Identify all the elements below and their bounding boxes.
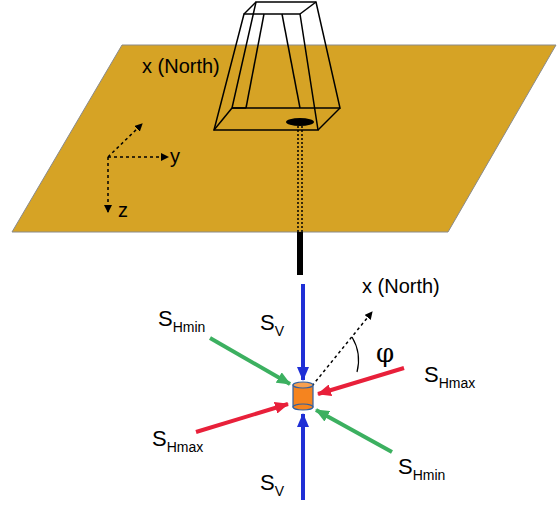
- shmin-arrow: [210, 338, 290, 384]
- shmax-arrow: [318, 368, 404, 394]
- north-direction: [312, 312, 372, 386]
- sv-arrow: [301, 414, 305, 500]
- borehole-hidden: [301, 126, 303, 232]
- borehole: [297, 232, 303, 275]
- shmin-arrow: [316, 410, 392, 452]
- ground-plane: [12, 45, 556, 232]
- angle-arc: [352, 337, 358, 372]
- stress-label: SHmax: [424, 364, 475, 390]
- coordinate-axes: [108, 124, 168, 212]
- stress-label: SHmin: [158, 308, 205, 334]
- borehole-hidden: [297, 126, 299, 232]
- rock-sample: [293, 382, 313, 410]
- stress-label: SHmax: [152, 428, 203, 454]
- direction-label: x (North): [362, 276, 440, 296]
- shmax-arrow: [196, 404, 288, 432]
- axis-label: z: [118, 200, 128, 220]
- axis-label: x (North): [142, 56, 220, 76]
- sv-arrow: [301, 284, 305, 380]
- drilling-rig: [214, 2, 340, 130]
- stress-label: SHmin: [398, 456, 445, 482]
- borehole-mouth: [286, 118, 314, 126]
- axis-label: y: [170, 146, 180, 166]
- stress-label: SV: [260, 472, 284, 498]
- stress-label: SV: [260, 312, 284, 338]
- angle-label: φ: [376, 340, 394, 366]
